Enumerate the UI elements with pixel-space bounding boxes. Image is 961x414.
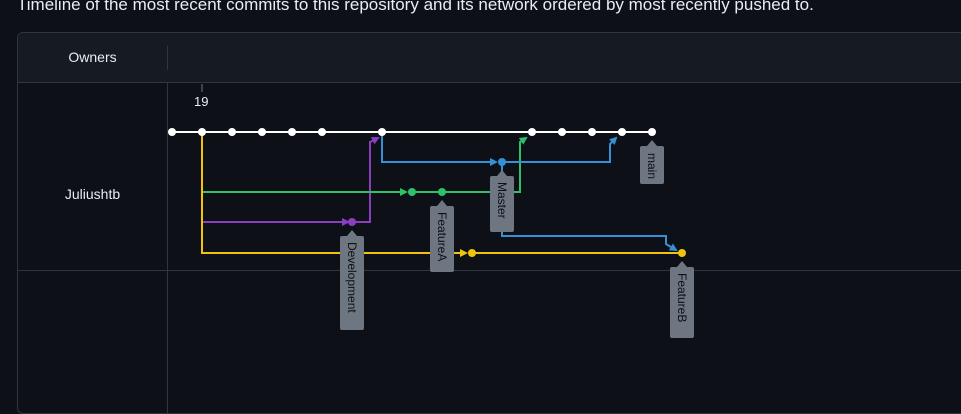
commit-dot-featureB[interactable] (468, 249, 476, 257)
branch-label-master[interactable]: Master (490, 170, 514, 232)
commit-dot[interactable] (618, 128, 626, 136)
commit-dot-featureA[interactable] (438, 188, 446, 196)
commit-dot-development[interactable] (348, 218, 356, 226)
commit-dot-featureA[interactable] (408, 188, 416, 196)
branch-label-featureB[interactable]: FeatureB (670, 261, 694, 338)
owner-name-juliushtb[interactable]: Juliushtb (64, 186, 121, 202)
svg-text:FeatureB: FeatureB (675, 273, 689, 322)
date-label: 19 (194, 94, 208, 109)
owner-column-divider (167, 83, 168, 413)
branch-label-main[interactable]: main (640, 140, 664, 184)
commit-dot[interactable] (588, 128, 596, 136)
commit-dot[interactable] (318, 128, 326, 136)
branch-line-featureB (201, 132, 682, 257)
commit-dot[interactable] (528, 128, 536, 136)
header-divider (167, 46, 168, 70)
branch-label-featureA[interactable]: FeatureA (430, 200, 454, 272)
commit-dot[interactable] (168, 128, 176, 136)
commits-main (168, 128, 656, 136)
commit-dot-master[interactable] (498, 158, 506, 166)
svg-text:Development: Development (345, 242, 359, 313)
commit-dot[interactable] (198, 128, 206, 136)
commit-dot[interactable] (558, 128, 566, 136)
graph-header: Owners (18, 33, 961, 83)
commit-dot[interactable] (258, 128, 266, 136)
commit-dot[interactable] (228, 128, 236, 136)
branch-line-development (201, 132, 380, 226)
svg-text:FeatureA: FeatureA (435, 212, 449, 261)
svg-text:Master: Master (495, 182, 509, 219)
owner-row-divider (18, 270, 961, 271)
branch-label-development[interactable]: Development (340, 230, 364, 330)
svg-text:main: main (645, 153, 659, 179)
commit-graph[interactable]: 19 m (0, 0, 961, 403)
commit-dot[interactable] (288, 128, 296, 136)
commit-dot[interactable] (648, 128, 656, 136)
commit-dot[interactable] (378, 128, 386, 136)
page-caption: Timeline of the most recent commits to t… (17, 0, 814, 14)
owners-column-header: Owners (68, 49, 117, 65)
commit-dot-featureB[interactable] (678, 249, 686, 257)
